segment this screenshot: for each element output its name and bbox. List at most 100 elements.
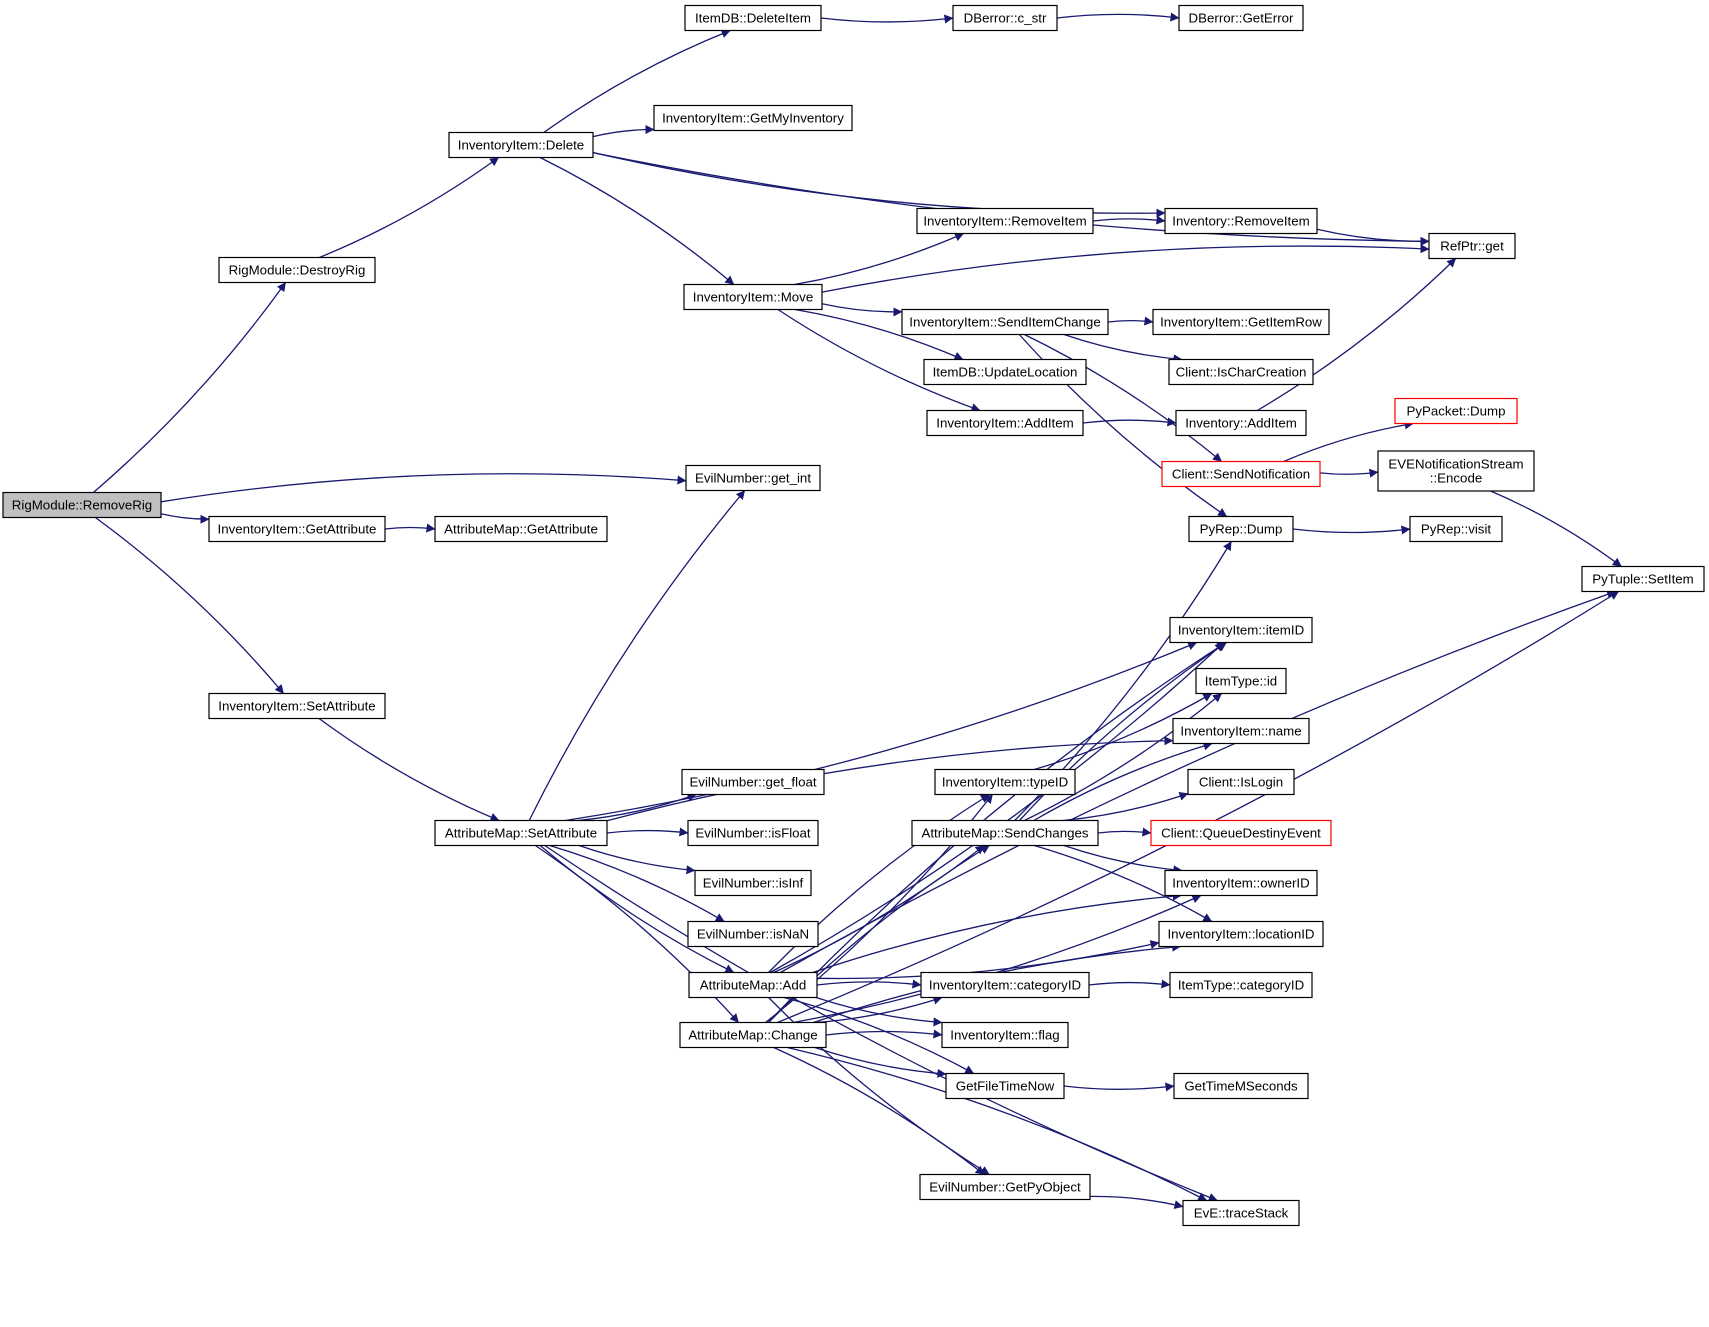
node-label: DBerror::GetError bbox=[1189, 11, 1294, 26]
edge-attributemap-setattribute-to-evilnumber-get-int bbox=[528, 490, 746, 821]
node-box bbox=[1168, 358, 1314, 386]
node-rigmodule-removerig[interactable]: RigModule::RemoveRig bbox=[2, 491, 162, 519]
node-box bbox=[926, 409, 1084, 437]
node-inventoryitem-itemid[interactable]: InventoryItem::itemID bbox=[1169, 616, 1313, 644]
node-label: InventoryItem::GetAttribute bbox=[218, 522, 377, 537]
node-gettimemseconds[interactable]: GetTimeMSeconds bbox=[1173, 1072, 1309, 1100]
node-pyrep-visit[interactable]: PyRep::visit bbox=[1409, 515, 1503, 543]
edge-rigmodule-removerig-to-evilnumber-get-int bbox=[160, 473, 687, 503]
node-box bbox=[941, 1021, 1069, 1049]
node-inventoryitem-locationid[interactable]: InventoryItem::locationID bbox=[1158, 920, 1324, 948]
node-box bbox=[911, 819, 1099, 847]
node-evilnumber-get-float[interactable]: EvilNumber::get_float bbox=[681, 768, 825, 796]
edge-attributemap-setattribute-to-attributemap-add bbox=[539, 845, 735, 974]
node-refptr-get[interactable]: RefPtr::get bbox=[1428, 232, 1516, 260]
edge-attributemap-sendchanges-to-itemtype-id bbox=[1024, 692, 1223, 822]
node-inventoryitem-move[interactable]: InventoryItem::Move bbox=[683, 283, 823, 311]
node-label: AttributeMap::SetAttribute bbox=[445, 826, 597, 841]
node-eve-tracestack[interactable]: EvE::traceStack bbox=[1182, 1199, 1300, 1227]
node-attributemap-add[interactable]: AttributeMap::Add bbox=[688, 971, 818, 999]
edge-evenotificationstream-encode-to-pytuple-setitem bbox=[1490, 490, 1622, 568]
edge-inventoryitem-senditemchange-to-inventoryitem-getitemrow bbox=[1107, 316, 1154, 326]
edge-attributemap-add-to-attributemap-sendchanges bbox=[773, 844, 985, 974]
node-dberror-c-str[interactable]: DBerror::c_str bbox=[952, 4, 1058, 32]
edge-inventoryitem-removeitem-to-inventory-removeitem bbox=[1092, 215, 1166, 225]
node-label: RefPtr::get bbox=[1440, 239, 1504, 254]
edge-inventoryitem-delete-to-inventoryitem-move bbox=[539, 156, 735, 285]
node-box bbox=[916, 207, 1094, 235]
edge-inventoryitem-getattribute-to-attributemap-getattribute bbox=[384, 523, 436, 533]
node-label: InventoryItem::Move bbox=[693, 290, 813, 305]
node-inventoryitem-setattribute[interactable]: InventoryItem::SetAttribute bbox=[208, 692, 386, 720]
node-inventoryitem-name[interactable]: InventoryItem::name bbox=[1172, 717, 1310, 745]
edge-dberror-c-str-to-dberror-geterror bbox=[1056, 12, 1180, 22]
node-pytuple-setitem[interactable]: PyTuple::SetItem bbox=[1581, 565, 1705, 593]
node-label: InventoryItem::AddItem bbox=[936, 416, 1073, 431]
edge-attributemap-setattribute-to-inventoryitem-name bbox=[606, 736, 1174, 822]
node-evenotificationstream-encode[interactable]: EVENotificationStream::Encode bbox=[1377, 450, 1535, 492]
node-box bbox=[1158, 920, 1324, 948]
node-client-sendnotification[interactable]: Client::SendNotification bbox=[1161, 460, 1321, 488]
node-pyrep-dump[interactable]: PyRep::Dump bbox=[1188, 515, 1294, 543]
node-box bbox=[923, 358, 1087, 386]
node-label: RigModule::RemoveRig bbox=[12, 498, 152, 513]
node-attributemap-change[interactable]: AttributeMap::Change bbox=[679, 1021, 827, 1049]
edge-inventoryitem-additem-to-inventory-additem bbox=[1082, 417, 1177, 427]
node-inventoryitem-getmyinventory[interactable]: InventoryItem::GetMyInventory bbox=[653, 104, 853, 132]
edge-attributemap-setattribute-to-eve-tracestack bbox=[544, 844, 1218, 1202]
node-evilnumber-isnan[interactable]: EvilNumber::isNaN bbox=[687, 920, 819, 948]
node-label: Client::SendNotification bbox=[1172, 467, 1310, 482]
node-getfiletimenow[interactable]: GetFileTimeNow bbox=[945, 1072, 1065, 1100]
node-itemtype-id[interactable]: ItemType::id bbox=[1195, 667, 1287, 695]
node-pypacket-dump[interactable]: PyPacket::Dump bbox=[1394, 397, 1518, 425]
node-inventoryitem-senditemchange[interactable]: InventoryItem::SendItemChange bbox=[901, 308, 1109, 336]
node-inventoryitem-removeitem[interactable]: InventoryItem::RemoveItem bbox=[916, 207, 1094, 235]
node-box bbox=[208, 692, 386, 720]
edge-attributemap-setattribute-to-inventoryitem-itemid bbox=[565, 641, 1198, 822]
node-client-islogin[interactable]: Client::IsLogin bbox=[1187, 768, 1295, 796]
node-inventoryitem-getitemrow[interactable]: InventoryItem::GetItemRow bbox=[1152, 308, 1330, 336]
edge-attributemap-change-to-evilnumber-getpyobject bbox=[773, 1046, 985, 1176]
node-label: EvilNumber::isInf bbox=[703, 876, 804, 891]
node-itemdb-updatelocation[interactable]: ItemDB::UpdateLocation bbox=[923, 358, 1087, 386]
node-inventoryitem-ownerid[interactable]: InventoryItem::ownerID bbox=[1164, 869, 1318, 897]
node-inventory-removeitem[interactable]: Inventory::RemoveItem bbox=[1164, 207, 1318, 235]
node-inventoryitem-flag[interactable]: InventoryItem::flag bbox=[941, 1021, 1069, 1049]
node-client-queuedestinyevent[interactable]: Client::QueueDestinyEvent bbox=[1150, 819, 1332, 847]
edge-getfiletimenow-to-gettimemseconds bbox=[1063, 1082, 1175, 1092]
node-box bbox=[1150, 819, 1332, 847]
edge-attributemap-sendchanges-to-inventoryitem-locationid bbox=[1034, 844, 1213, 923]
node-attributemap-setattribute[interactable]: AttributeMap::SetAttribute bbox=[434, 819, 608, 847]
node-label: InventoryItem::Delete bbox=[458, 138, 584, 153]
edge-inventoryitem-move-to-inventoryitem-removeitem bbox=[794, 232, 965, 286]
node-label: PyPacket::Dump bbox=[1406, 404, 1505, 419]
node-client-ischarcreation[interactable]: Client::IsCharCreation bbox=[1168, 358, 1314, 386]
node-evilnumber-isfloat[interactable]: EvilNumber::isFloat bbox=[687, 819, 819, 847]
node-label: EvilNumber::isFloat bbox=[695, 826, 811, 841]
node-label: EVENotificationStream bbox=[1388, 457, 1523, 472]
node-box bbox=[1182, 1199, 1300, 1227]
node-label: InventoryItem::GetItemRow bbox=[1160, 315, 1322, 330]
node-dberror-geterror[interactable]: DBerror::GetError bbox=[1178, 4, 1304, 32]
node-attributemap-getattribute[interactable]: AttributeMap::GetAttribute bbox=[434, 515, 608, 543]
node-box bbox=[1164, 207, 1318, 235]
node-evilnumber-getpyobject[interactable]: EvilNumber::GetPyObject bbox=[919, 1173, 1091, 1201]
node-evilnumber-get-int[interactable]: EvilNumber::get_int bbox=[685, 464, 821, 492]
node-box bbox=[1164, 869, 1318, 897]
node-inventoryitem-delete[interactable]: InventoryItem::Delete bbox=[448, 131, 594, 159]
edge-inventory-removeitem-to-refptr-get bbox=[1316, 228, 1430, 246]
node-evilnumber-isinf[interactable]: EvilNumber::isInf bbox=[694, 869, 812, 897]
node-rigmodule-destroyrig[interactable]: RigModule::DestroyRig bbox=[218, 256, 376, 284]
node-inventory-additem[interactable]: Inventory::AddItem bbox=[1175, 409, 1307, 437]
node-itemtype-categoryid[interactable]: ItemType::categoryID bbox=[1169, 971, 1313, 999]
node-box bbox=[1188, 515, 1294, 543]
edge-attributemap-setattribute-to-evilnumber-isinf bbox=[578, 844, 696, 875]
node-inventoryitem-getattribute[interactable]: InventoryItem::GetAttribute bbox=[208, 515, 386, 543]
node-inventoryitem-categoryid[interactable]: InventoryItem::categoryID bbox=[920, 971, 1090, 999]
node-box bbox=[1187, 768, 1295, 796]
node-inventoryitem-typeid[interactable]: InventoryItem::typeID bbox=[934, 768, 1076, 796]
node-attributemap-sendchanges[interactable]: AttributeMap::SendChanges bbox=[911, 819, 1099, 847]
node-inventoryitem-additem[interactable]: InventoryItem::AddItem bbox=[926, 409, 1084, 437]
node-itemdb-deleteitem[interactable]: ItemDB::DeleteItem bbox=[684, 4, 822, 32]
edge-inventoryitem-delete-to-inventory-removeitem bbox=[592, 151, 1166, 218]
